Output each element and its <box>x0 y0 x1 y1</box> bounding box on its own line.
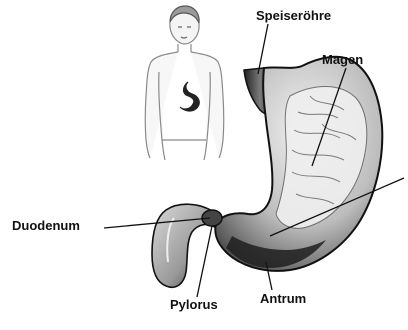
label-duodenum: Duodenum <box>12 219 80 232</box>
human-figure <box>145 6 224 160</box>
label-magen: Magen <box>322 53 363 66</box>
label-antrum: Antrum <box>260 292 306 305</box>
label-pylorus: Pylorus <box>170 298 218 311</box>
label-speiserohre: Speiseröhre <box>256 9 331 22</box>
